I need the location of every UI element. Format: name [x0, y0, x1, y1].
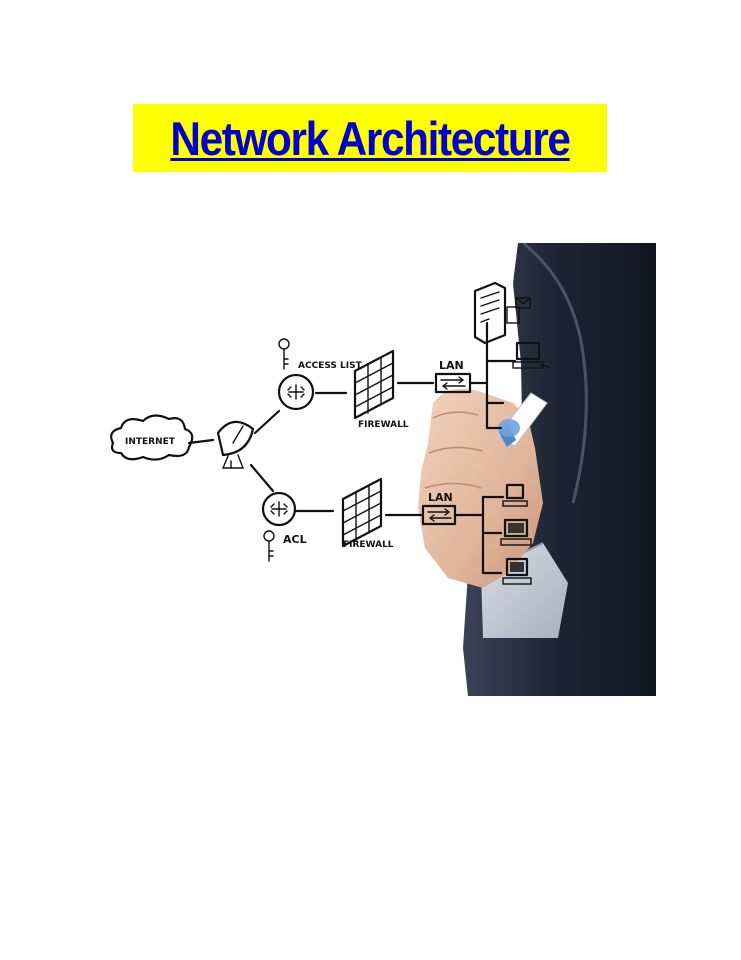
lan-top-label: LAN — [439, 359, 464, 372]
desktop-computer-icon-1 — [502, 483, 528, 507]
cloud-icon: INTERNET — [110, 414, 194, 461]
network-diagram-photo: INTERNET ACCESS LIST FIREW — [103, 243, 656, 696]
desktop-computer-icon-top — [512, 341, 550, 369]
internet-label: INTERNET — [125, 437, 176, 447]
firewall-bottom-label: FIREWALL — [343, 540, 394, 550]
suit-person — [463, 243, 656, 696]
lan-bottom-label: LAN — [428, 491, 453, 504]
firewall-top-label: FIREWALL — [358, 420, 409, 430]
desktop-computer-icon-2 — [500, 518, 532, 546]
key-icon-bottom — [263, 530, 275, 562]
title-banner: Network Architecture — [133, 104, 607, 172]
server-icon — [473, 281, 531, 345]
firewall-icon-top — [353, 349, 395, 420]
access-list-label: ACCESS LIST — [298, 361, 363, 371]
hand-with-marker — [418, 388, 548, 588]
desktop-computer-icon-3 — [502, 557, 532, 585]
page-title: Network Architecture — [170, 111, 571, 165]
firewall-icon-bottom — [341, 477, 383, 548]
key-icon-top — [278, 338, 290, 370]
router-icon-top — [277, 373, 315, 411]
satellite-dish-icon — [216, 420, 255, 469]
acl-label: ACL — [283, 533, 307, 546]
router-icon-bottom — [261, 491, 297, 527]
